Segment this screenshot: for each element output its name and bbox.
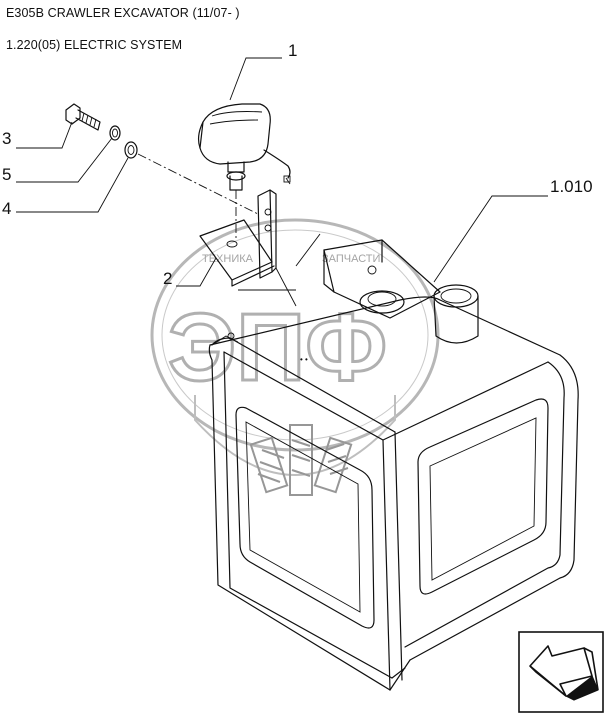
callout-4: 4 — [2, 199, 11, 218]
watermark: ЭПФ ТЕХНИКА ЗАПЧАСТИ — [150, 218, 440, 496]
roof-mount-plate — [323, 239, 441, 319]
callout-1: 1 — [288, 41, 297, 60]
watermark-left-word: ТЕХНИКА — [202, 253, 254, 265]
bolt — [65, 103, 101, 131]
watermark-letters: ЭПФ — [168, 294, 387, 401]
cab-assembly: • • — [208, 296, 579, 691]
callout-3: 3 — [2, 129, 11, 148]
svg-text:• •: • • — [300, 355, 308, 364]
model-title: E305B CRAWLER EXCAVATOR (11/07- ) — [6, 6, 240, 20]
flat-washer — [124, 141, 138, 159]
callout-1-010: 1.010 — [550, 177, 593, 196]
leader-lines — [16, 57, 548, 287]
work-lamp — [197, 103, 291, 191]
callout-5: 5 — [2, 165, 11, 184]
assembly-centerlines — [137, 153, 321, 307]
lock-washer — [109, 125, 121, 141]
lamp-bracket — [199, 189, 277, 287]
section-title: 1.220(05) ELECTRIC SYSTEM — [6, 38, 183, 52]
callout-2: 2 — [163, 269, 172, 288]
arrow-nav-icon[interactable] — [518, 631, 604, 713]
watermark-right-word: ЗАПЧАСТИ — [322, 253, 380, 265]
cylinder-socket — [433, 284, 479, 344]
